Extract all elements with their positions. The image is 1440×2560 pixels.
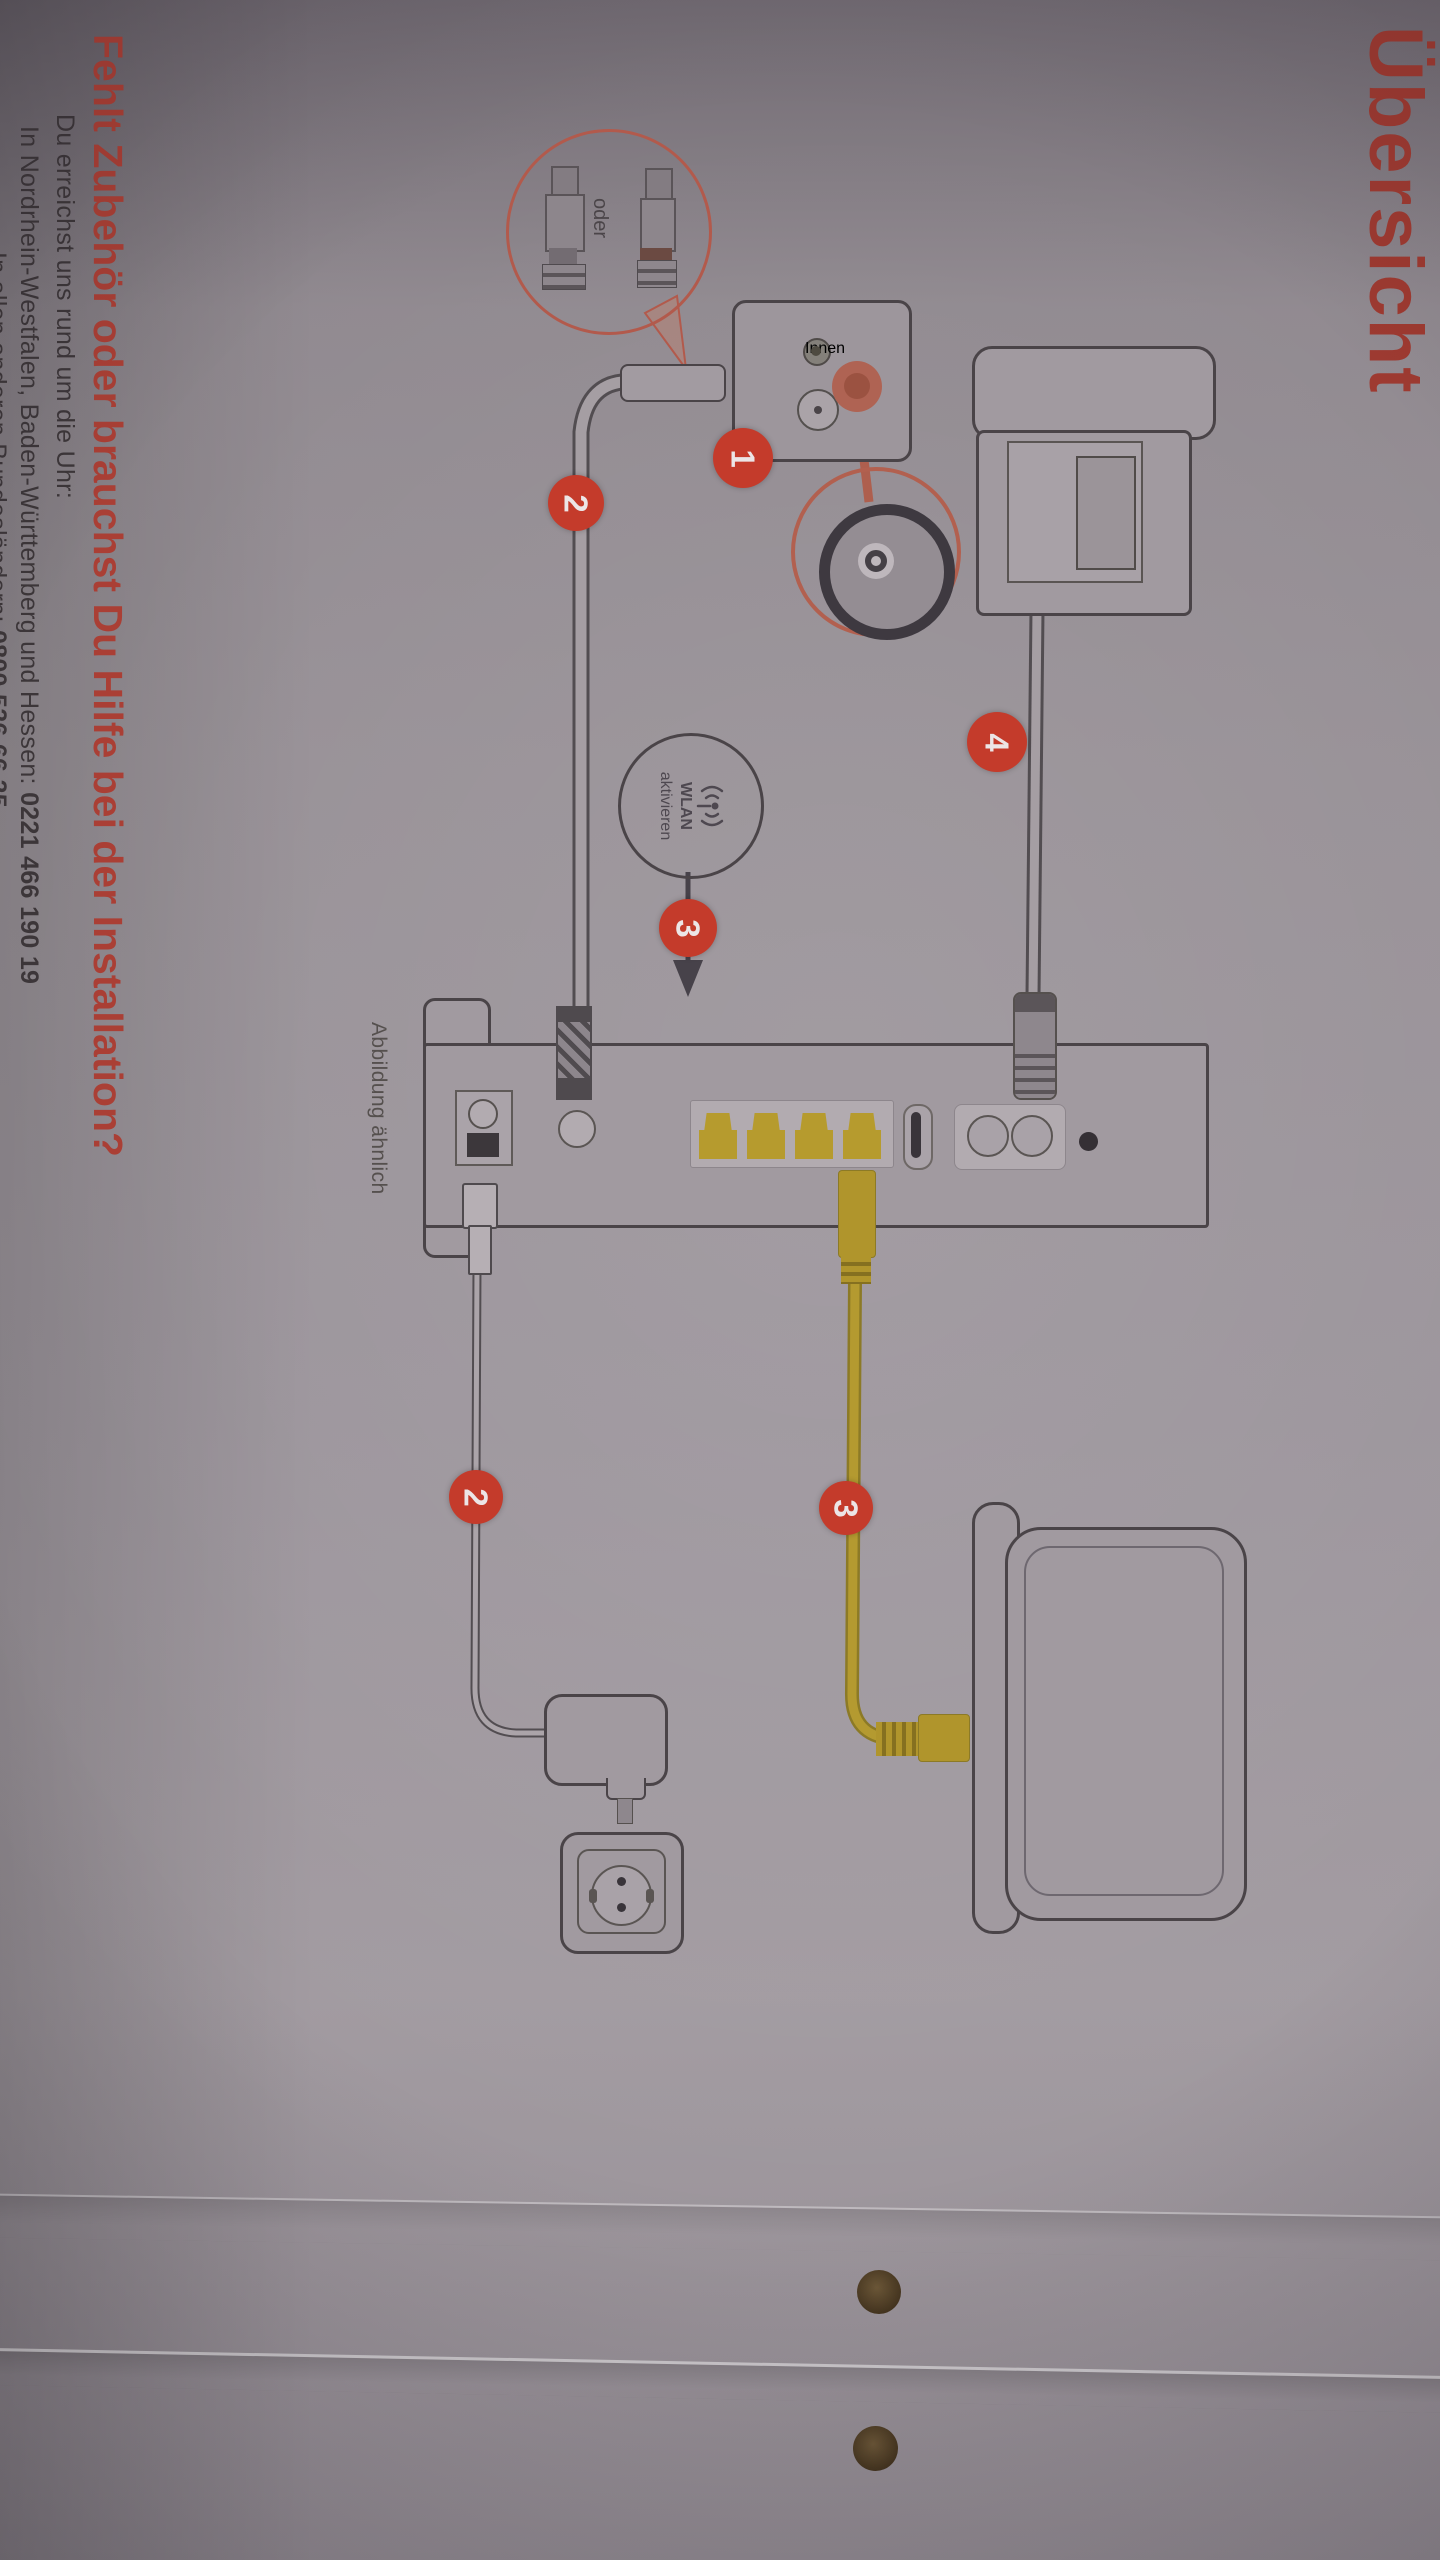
page-title: Übersicht (1353, 26, 1438, 395)
callout-or-label: oder (589, 198, 611, 239)
router-phone-ports (954, 1104, 1066, 1170)
coax-socket-zoom-icon (819, 504, 955, 640)
outlet-port-mid-icon (797, 389, 839, 431)
tv-box-body (1005, 1527, 1247, 1921)
connector-callout-circle (506, 129, 712, 335)
power-cable-top (1028, 609, 1042, 997)
help-line-hotline-nrw: In Nordrhein-Westfalen, Baden-Württember… (14, 126, 43, 984)
hotline-other-text: In allen anderen Bundesländern: (0, 252, 11, 623)
wall-wart-neck (606, 1778, 646, 1800)
router-round-button (558, 1110, 596, 1148)
outlet-coax-socket-highlight (832, 361, 882, 412)
power-socket-circle (589, 1865, 654, 1926)
router-lan-block (690, 1100, 894, 1168)
hotline-nrw-number: 0221 466 190 19 (15, 792, 43, 985)
step-arrow-head (673, 960, 703, 997)
badge-wifi-step: 3 (659, 899, 717, 957)
power-socket-recess (577, 1849, 666, 1934)
punch-hole-top (857, 2270, 901, 2314)
badge-power-adapter: 4 (967, 712, 1027, 772)
lan-port-1 (699, 1113, 737, 1159)
lan-port-2 (747, 1113, 785, 1159)
help-heading: Fehlt Zubehör oder brauchst Du Hilfe bei… (85, 34, 131, 1158)
badge-wall-outlet: 1 (713, 428, 773, 488)
router-slot (903, 1104, 933, 1170)
power-barrel-connector (1013, 992, 1057, 1100)
cable-adapter (620, 364, 726, 402)
badge-coax-cable: 2 (548, 475, 604, 531)
wifi-circle-label-1: WLAN (677, 782, 694, 830)
lan-port-4 (843, 1113, 881, 1159)
hotline-nrw-text: In Nordrhein-Westfalen, Baden-Württember… (15, 126, 43, 793)
badge-tv-cable: 3 (819, 1481, 873, 1535)
lan-port-3 (795, 1113, 833, 1159)
hotline-other-number: 0800 526 66 25 (0, 629, 11, 808)
power-cable-bottom (472, 1265, 547, 1736)
badge-power-cable: 2 (449, 1470, 503, 1524)
punch-hole-bottom (853, 2426, 898, 2471)
router-power-socket (455, 1090, 513, 1166)
help-line-hotline-other: In allen anderen Bundesländern: 0800 526… (0, 252, 11, 808)
power-adapter-body (976, 430, 1192, 616)
help-line-availability: Du erreichst uns rund um die Uhr: (51, 114, 79, 500)
wifi-circle-label-2: aktivieren (657, 771, 674, 841)
wifi-icon (696, 785, 724, 827)
power-adapter-cap (972, 346, 1216, 440)
wall-wart-adapter (544, 1694, 668, 1786)
coax-cable (575, 376, 628, 1020)
wifi-step-circle: WLAN aktivieren (618, 733, 764, 879)
diagram-caption: Abbildung ähnlich (367, 1022, 390, 1195)
outlet-port-small-icon: Innen (803, 338, 845, 366)
router-reset-hole (1079, 1132, 1098, 1151)
wall-wart-prong (617, 1798, 633, 1824)
router-coax-connector (556, 1006, 592, 1100)
